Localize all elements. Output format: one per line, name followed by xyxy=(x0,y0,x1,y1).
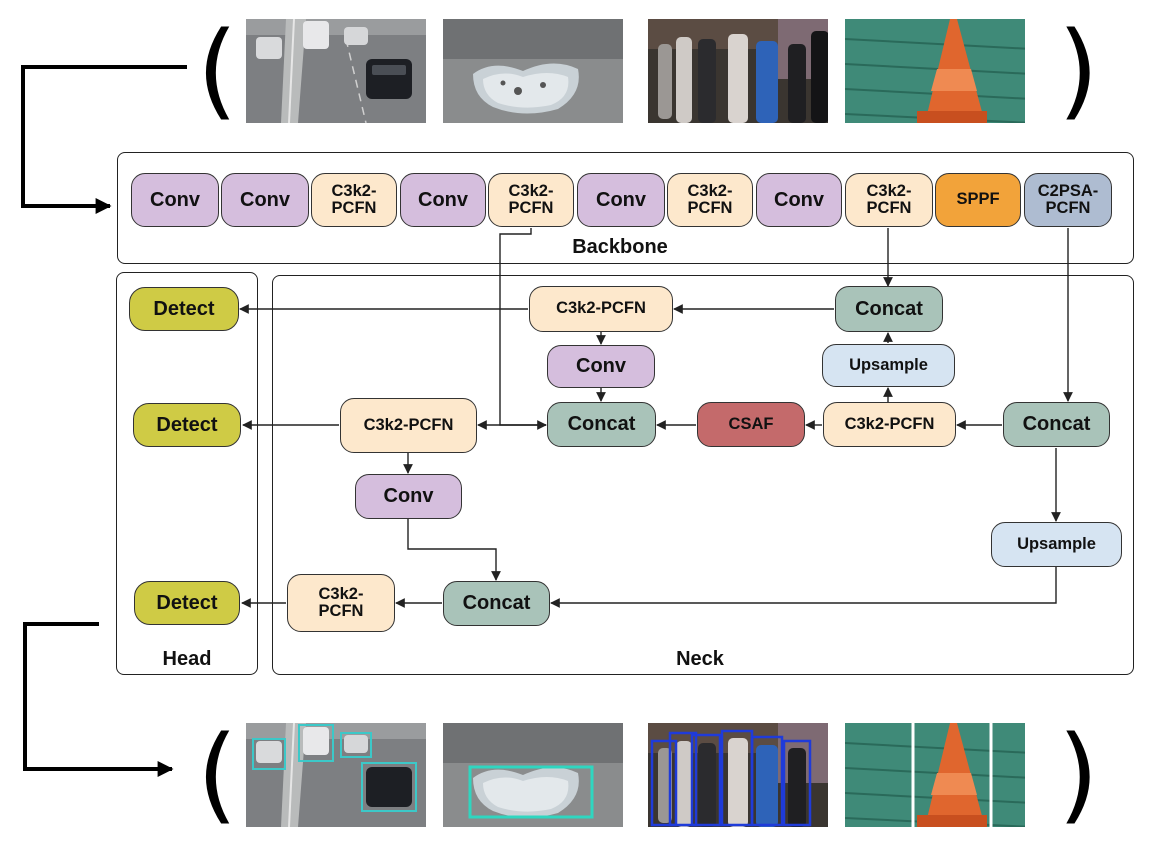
backbone-c2psa-pcfn: C2PSA- PCFN xyxy=(1024,173,1112,227)
head-frame xyxy=(116,272,258,675)
right-parenthesis-top: ) xyxy=(1058,9,1099,131)
neck-frame xyxy=(272,275,1134,675)
right-parenthesis-bottom: ) xyxy=(1058,713,1099,835)
left-parenthesis-top: ( xyxy=(197,9,238,131)
input-flow-arrow xyxy=(21,65,187,214)
backbone-c3k2-pcfn-1: C3k2- PCFN xyxy=(311,173,397,227)
detect-2: Detect xyxy=(133,403,241,447)
traffic-cone-image xyxy=(845,19,1025,123)
output-flow-arrow xyxy=(23,622,174,777)
backbone-conv-5: Conv xyxy=(756,173,842,227)
backbone-conv-2: Conv xyxy=(221,173,309,227)
road-pothole-detected-image xyxy=(443,723,623,827)
backbone-conv-1: Conv xyxy=(131,173,219,227)
neck-c3k2-pcfn-right: C3k2-PCFN xyxy=(823,402,956,447)
head-label: Head xyxy=(162,648,212,670)
backbone-c3k2-pcfn-3: C3k2- PCFN xyxy=(667,173,753,227)
highway-traffic-image xyxy=(246,19,426,123)
backbone-sppf: SPPF xyxy=(935,173,1021,227)
neck-concat-mid: Concat xyxy=(547,402,656,447)
backbone-label: Backbone xyxy=(572,236,668,258)
detect-3: Detect xyxy=(134,581,240,625)
pedestrian-crowd-image xyxy=(648,19,828,123)
neck-concat-bottom: Concat xyxy=(443,581,550,626)
neck-conv-mid: Conv xyxy=(547,345,655,388)
detect-1: Detect xyxy=(129,287,239,331)
neck-concat-top: Concat xyxy=(835,286,943,332)
highway-traffic-detected-image xyxy=(246,723,426,827)
backbone-c3k2-pcfn-2: C3k2- PCFN xyxy=(488,173,574,227)
neck-upsample-right: Upsample xyxy=(991,522,1122,567)
neck-concat-right: Concat xyxy=(1003,402,1110,447)
neck-conv-low: Conv xyxy=(355,474,462,519)
backbone-conv-3: Conv xyxy=(400,173,486,227)
neck-label: Neck xyxy=(676,648,724,670)
backbone-frame xyxy=(117,152,1134,264)
neck-csaf: CSAF xyxy=(697,402,805,447)
backbone-c3k2-pcfn-4: C3k2- PCFN xyxy=(845,173,933,227)
neck-c3k2-pcfn-left: C3k2-PCFN xyxy=(340,398,477,453)
traffic-cone-detected-image xyxy=(845,723,1025,827)
neck-upsample-top: Upsample xyxy=(822,344,955,387)
neck-c3k2-pcfn-bottom: C3k2- PCFN xyxy=(287,574,395,632)
neck-c3k2-pcfn-top: C3k2-PCFN xyxy=(529,286,673,332)
pedestrian-crowd-detected-image xyxy=(648,723,828,827)
backbone-conv-4: Conv xyxy=(577,173,665,227)
road-pothole-image xyxy=(443,19,623,123)
left-parenthesis-bottom: ( xyxy=(197,713,238,835)
